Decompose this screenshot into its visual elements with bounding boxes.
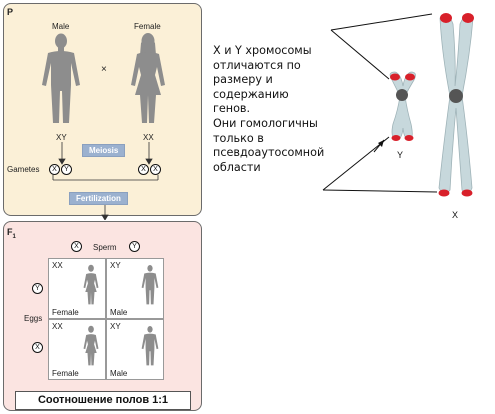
female-silhouette [131,33,165,123]
annotation-line: области [213,160,261,174]
cell-genotype: XX [52,322,63,331]
punnett-cell-4: XY Male [106,319,164,380]
annotation-line: только в [213,131,264,145]
annotation-line: отличаются по [213,58,301,72]
parental-panel-label: P [7,7,14,17]
female-gamete-x-2: X [150,164,161,175]
male-genotype: XY [56,133,67,142]
sperm-allele-y: Y [129,241,140,252]
annotation-line: размеру и [213,73,273,87]
y-chromosome [389,71,416,141]
cell-genotype: XY [110,322,121,331]
female-figure [83,264,99,305]
annotation-line: генов. [213,102,251,116]
y-chromosome-label: Y [397,150,403,160]
sex-ratio-caption: Соотношение полов 1:1 [15,391,191,410]
x-chromosome [438,13,474,197]
male-gamete-x: X [49,164,60,175]
cell-genotype: XX [52,261,63,270]
punnett-cell-2: XY Male [106,258,164,319]
y-arrow-head [378,140,384,147]
cell-sex: Female [52,369,79,378]
callout-lines [322,13,438,193]
cross-symbol: × [101,64,107,75]
gametes-label: Gametes [7,165,40,174]
male-silhouette [42,33,80,123]
annotation-line: содержанию [213,87,289,101]
offspring-panel-label: F1 [7,227,16,240]
eggs-label: Eggs [24,314,43,323]
male-figure [141,325,159,366]
male-figure [141,264,159,305]
cell-sex: Male [110,308,128,317]
fertilization-badge: Fertilization [69,192,128,205]
parental-panel [3,3,202,216]
sperm-allele-x: X [71,241,82,252]
punnett-cell-1: XX Female [48,258,106,319]
parental-arrows [52,142,159,220]
cell-genotype: XY [110,261,121,270]
female-genotype: XX [143,133,154,142]
egg-allele-1: Y [32,283,43,294]
egg-allele-2: X [32,342,43,353]
annotation-line: X и Y хромосомы [213,44,312,57]
cell-sex: Female [52,308,79,317]
sperm-label: Sperm [93,243,117,252]
cell-sex: Male [110,369,128,378]
meiosis-badge: Meiosis [82,144,126,157]
annotation-line: псевдоаутосомной [213,146,325,160]
x-chromosome-label: X [452,210,458,220]
female-figure [83,325,99,366]
female-label: Female [134,22,161,31]
male-gamete-y: Y [61,164,72,175]
female-gamete-x-1: X [138,164,149,175]
annotation-text: X и Y хромосомы отличаются по размеру и … [213,44,373,175]
punnett-cell-3: XX Female [48,319,106,380]
annotation-line: Они гомологичны [213,116,318,130]
male-label: Male [52,22,70,31]
